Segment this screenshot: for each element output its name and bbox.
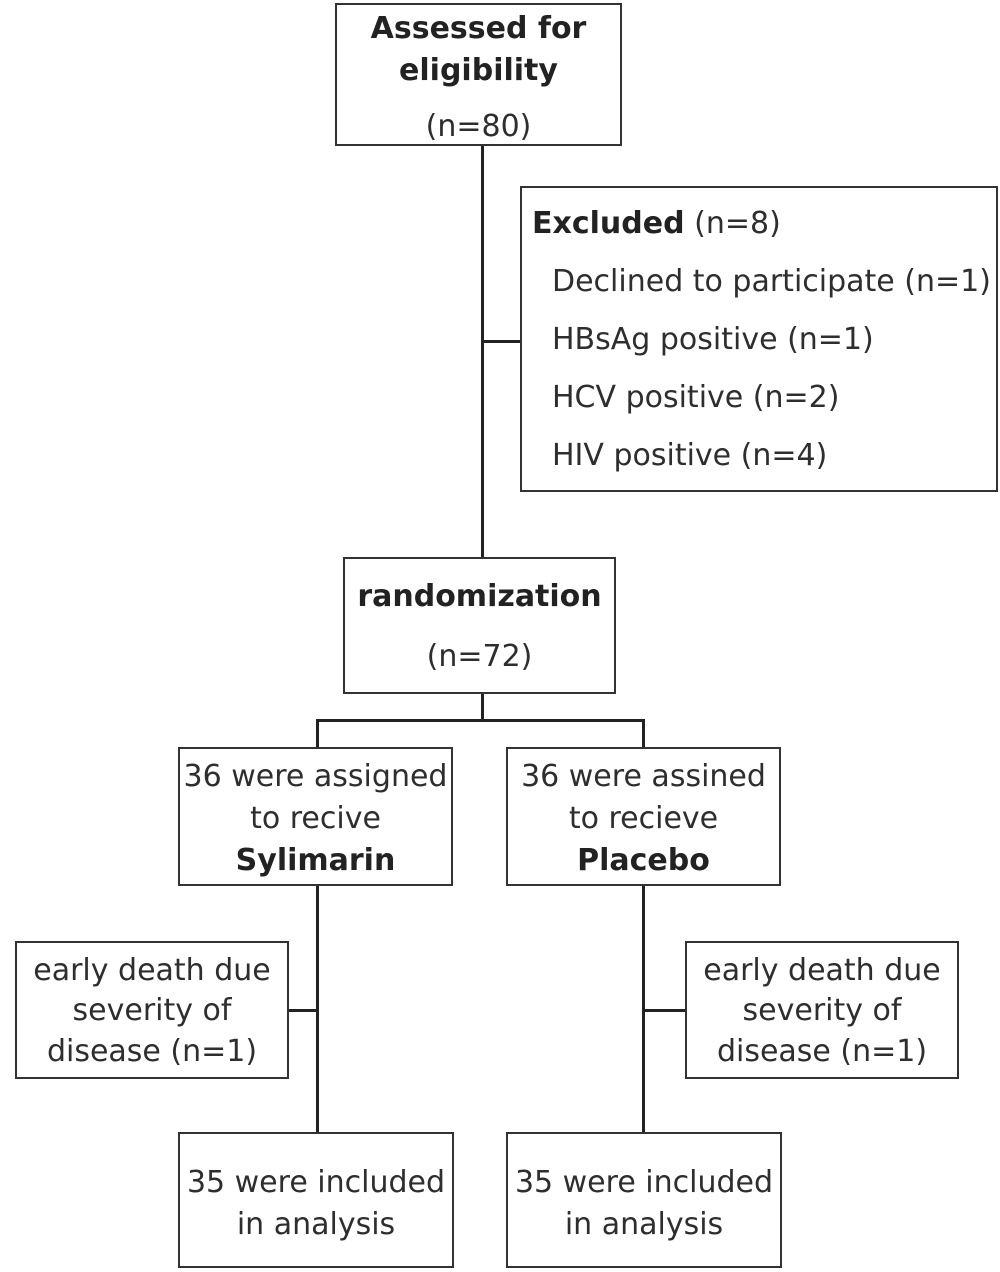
connector-sylimarin-loss xyxy=(287,1009,319,1012)
placebo-analysis-line2: in analysis xyxy=(564,1207,724,1242)
excluded-reason: HCV positive (n=2) xyxy=(552,380,840,415)
sylimarin-assignment-box: 36 were assigned to recive Sylimarin xyxy=(178,747,453,886)
randomization-label: randomization xyxy=(357,579,602,614)
connector-assessed-to-randomization xyxy=(481,145,484,558)
placebo-analysis-box: 35 were included in analysis xyxy=(506,1132,782,1268)
assessed-box: Assessed for eligibility (n=80) xyxy=(335,3,622,146)
assessed-title-line1: Assessed for xyxy=(370,11,587,46)
assessed-title-line2: eligibility xyxy=(399,53,558,88)
sylimarin-assign-line1: 36 were assigned xyxy=(183,759,448,794)
excluded-reason: Declined to participate (n=1) xyxy=(552,264,991,299)
excluded-title: Excluded xyxy=(532,206,685,241)
placebo-loss-line1: early death due xyxy=(703,953,941,988)
sylimarin-treatment: Sylimarin xyxy=(235,843,396,878)
placebo-assign-line1: 36 were assined xyxy=(521,759,766,794)
placebo-loss-line2: severity of xyxy=(742,993,902,1028)
sylimarin-loss-line1: early death due xyxy=(33,953,271,988)
sylimarin-loss-line3: disease (n=1) xyxy=(46,1034,258,1069)
placebo-loss-line3: disease (n=1) xyxy=(716,1034,928,1069)
excluded-count: (n=8) xyxy=(694,206,781,241)
placebo-loss-box: early death due severity of disease (n=1… xyxy=(685,941,959,1079)
sylimarin-loss-line2: severity of xyxy=(72,993,232,1028)
excluded-header: Excluded (n=8) xyxy=(532,204,781,244)
placebo-assign-line2: to recieve xyxy=(568,801,719,836)
connector-split-left xyxy=(316,719,319,749)
excluded-reason: HIV positive (n=4) xyxy=(552,438,828,473)
sylimarin-analysis-line1: 35 were included xyxy=(186,1165,446,1200)
connector-to-excluded xyxy=(481,340,522,343)
excluded-box: Excluded (n=8) Declined to participate (… xyxy=(520,186,998,492)
sylimarin-analysis-box: 35 were included in analysis xyxy=(178,1132,454,1268)
connector-placebo-loss xyxy=(642,1009,686,1012)
assessed-count: (n=80) xyxy=(425,109,532,144)
placebo-assignment-box: 36 were assined to recieve Placebo xyxy=(506,747,781,886)
sylimarin-assign-line2: to recive xyxy=(250,801,381,836)
randomization-count: (n=72) xyxy=(426,639,533,674)
connector-split-right xyxy=(642,719,645,749)
placebo-analysis-line1: 35 were included xyxy=(514,1165,774,1200)
connector-split-horizontal xyxy=(316,719,645,722)
randomization-box: randomization (n=72) xyxy=(343,557,616,694)
sylimarin-analysis-line2: in analysis xyxy=(236,1207,396,1242)
connector-randomization-down xyxy=(481,693,484,720)
sylimarin-loss-box: early death due severity of disease (n=1… xyxy=(15,941,289,1079)
placebo-treatment: Placebo xyxy=(577,843,710,878)
excluded-reason: HBsAg positive (n=1) xyxy=(552,322,874,357)
